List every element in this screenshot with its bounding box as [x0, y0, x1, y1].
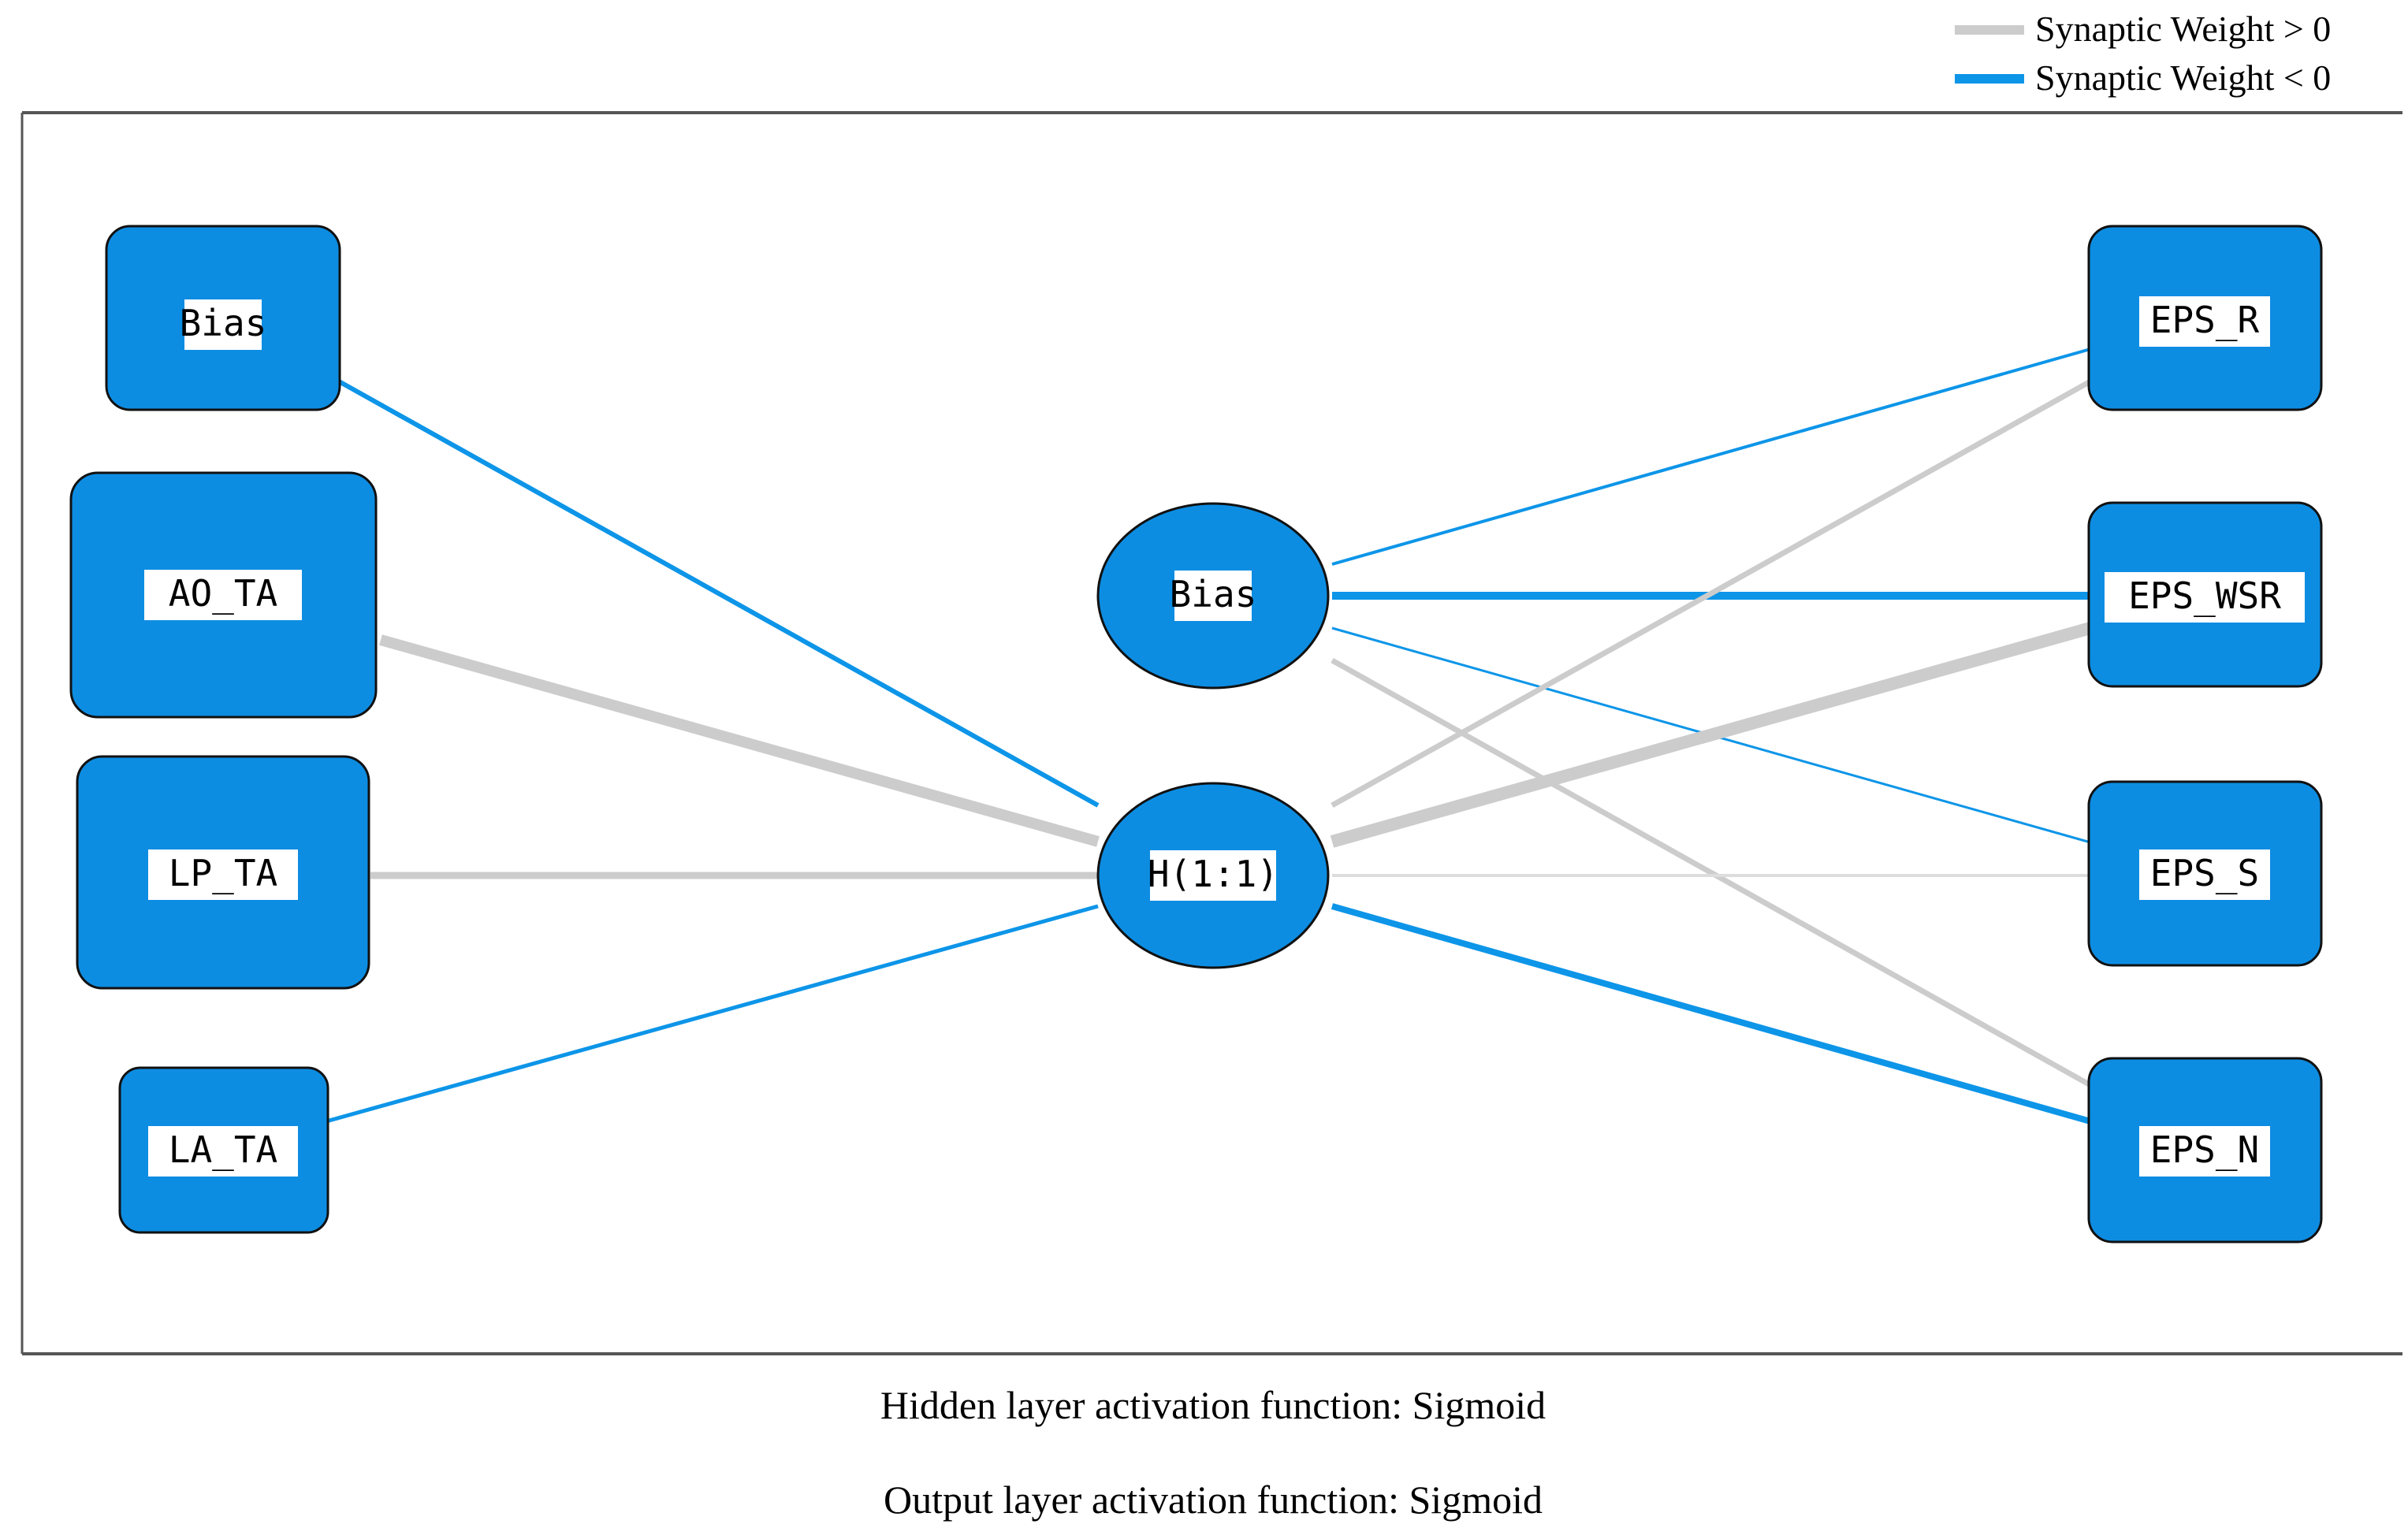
- activation-notes: Hidden layer activation function: Sigmoi…: [880, 1383, 1546, 1522]
- input-node-bias: Bias: [105, 225, 341, 411]
- input-node-lp-ta: LP_TA: [76, 755, 370, 990]
- hidden-layer: Bias H(1:1): [1096, 502, 1330, 969]
- edge-hid-bias-to-n: [1331, 657, 2092, 1088]
- hidden-node-bias-label: Bias: [1170, 573, 1257, 615]
- diagram-frame: [20, 111, 2402, 1355]
- hidden-node-h11: H(1:1): [1096, 782, 1330, 969]
- output-node-eps-s-label: EPS_S: [2150, 852, 2259, 894]
- output-node-eps-s: EPS_S: [2087, 780, 2323, 967]
- output-node-eps-r: EPS_R: [2087, 225, 2323, 411]
- output-node-eps-wsr-label: EPS_WSR: [2128, 574, 2281, 617]
- edge-h11-to-wsr: [1330, 622, 2093, 848]
- edge-la-to-h11: [326, 904, 1099, 1124]
- edge-hid-bias-to-r: [1331, 348, 2091, 566]
- input-node-ao-ta: AO_TA: [69, 471, 378, 719]
- legend: Synaptic Weight > 0 Synaptic Weight < 0: [1955, 9, 2331, 98]
- output-activation-note: Output layer activation function: Sigmoi…: [884, 1478, 1543, 1522]
- legend-positive-label: Synaptic Weight > 0: [2035, 9, 2331, 49]
- edge-h11-to-r: [1331, 378, 2092, 809]
- input-node-lp-ta-label: LP_TA: [169, 852, 277, 894]
- output-layer: EPS_R EPS_WSR EPS_S EPS_N: [2087, 225, 2323, 1243]
- hidden-activation-note: Hidden layer activation function: Sigmoi…: [880, 1383, 1546, 1427]
- input-node-la-ta-label: LA_TA: [169, 1128, 277, 1171]
- input-node-bias-label: Bias: [180, 302, 267, 344]
- connections: [326, 348, 2093, 1125]
- edge-ao-to-h11: [379, 634, 1100, 847]
- input-node-la-ta: LA_TA: [118, 1066, 329, 1234]
- input-layer: Bias AO_TA LP_TA LA_TA: [69, 225, 378, 1234]
- output-node-eps-n-label: EPS_N: [2150, 1128, 2259, 1171]
- input-node-ao-ta-label: AO_TA: [169, 572, 277, 615]
- hidden-node-bias: Bias: [1096, 502, 1330, 690]
- legend-negative-label: Synaptic Weight < 0: [2035, 58, 2331, 98]
- output-node-eps-wsr: EPS_WSR: [2087, 501, 2323, 688]
- hidden-node-h11-label: H(1:1): [1148, 853, 1278, 895]
- edge-in-bias-to-h11: [337, 379, 1100, 808]
- output-node-eps-r-label: EPS_R: [2150, 299, 2260, 341]
- edge-h11-to-n: [1331, 903, 2092, 1125]
- output-node-eps-n: EPS_N: [2087, 1057, 2323, 1243]
